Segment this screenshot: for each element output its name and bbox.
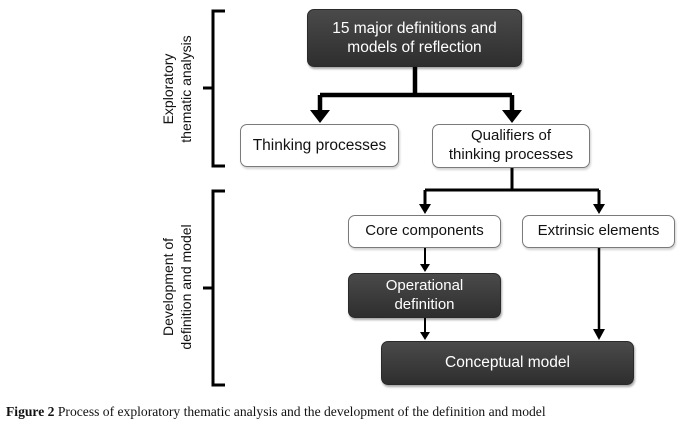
node-operational-definition-line2: definition [394,295,455,313]
figure-caption: Figure 2 Process of exploratory thematic… [6,404,681,420]
node-operational-definition-line1: Operational [385,276,464,294]
node-operational-definition: Operational definition [348,273,501,318]
phase-label-development-line2: definition and model [177,224,194,350]
node-conceptual-model-label: Conceptual model [445,354,570,372]
node-thinking-processes-label: Thinking processes [252,136,387,154]
connector-top-split [317,67,515,112]
node-thinking-processes: Thinking processes [240,124,399,167]
node-definitions-line1: 15 major definitions and [332,19,497,37]
node-extrinsic-elements-label: Extrinsic elements [537,222,660,240]
diagram-connectors [203,9,605,387]
phase-label-development-line1: Development of [160,237,176,337]
connector-qualifiers-split [423,168,601,206]
node-definitions: 15 major definitions and models of refle… [307,9,522,67]
node-qualifiers-line1: Qualifiers of [470,127,552,145]
arrowhead-extrinsic [593,204,605,214]
node-core-components-label: Core components [365,222,484,240]
node-qualifiers: Qualifiers of thinking processes [432,124,590,168]
figure-caption-label: Figure 2 [6,404,55,419]
phase-label-exploratory-line1: Exploratory [160,53,176,125]
figure-caption-text: Process of exploratory thematic analysis… [57,404,546,419]
bracket-exploratory [203,9,225,168]
phase-label-development: Development of definition and model [160,202,200,372]
node-definitions-line2: models of reflection [347,39,482,56]
node-qualifiers-line2: thinking processes [448,146,574,163]
phase-label-exploratory: Exploratory thematic analysis [160,19,200,159]
node-conceptual-model: Conceptual model [381,341,634,385]
arrowhead-core [419,204,431,214]
node-core-components: Core components [348,215,501,248]
phase-label-exploratory-line2: thematic analysis [177,35,194,143]
node-extrinsic-elements: Extrinsic elements [522,215,675,248]
arrowhead-qualifiers [502,110,522,123]
arrowhead-thinking [310,110,330,123]
bracket-development [203,189,225,387]
